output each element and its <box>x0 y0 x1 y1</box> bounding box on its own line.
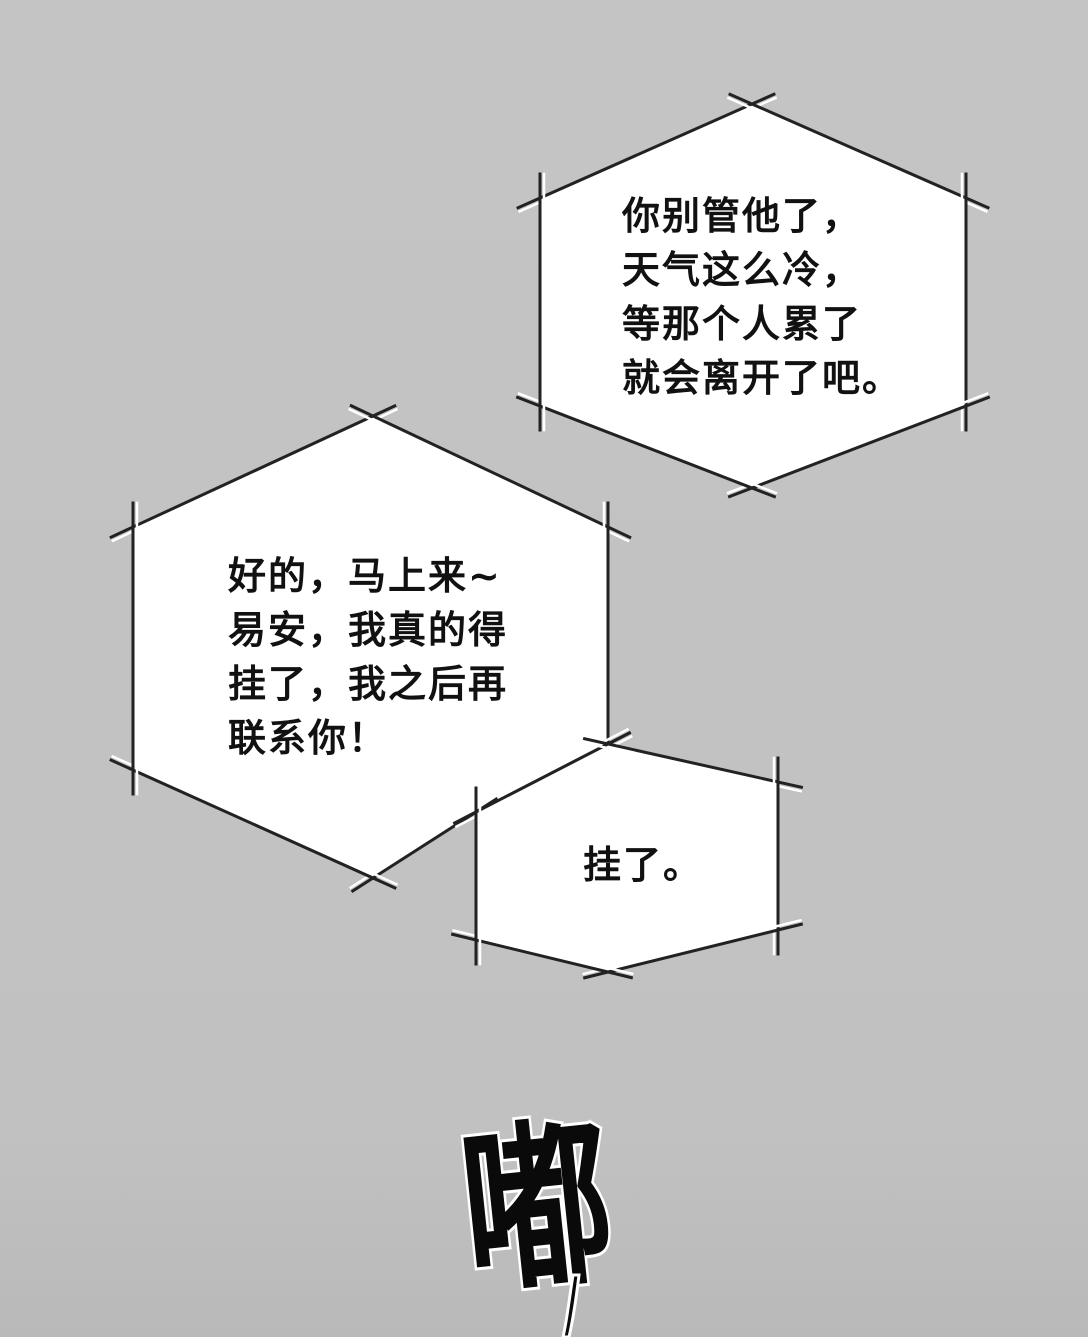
speech-bubble-1-outline-segment <box>726 392 989 495</box>
speech-bubble-3-text: 挂了。 <box>583 838 703 892</box>
speech-bubble-2-outline-segment <box>109 403 397 540</box>
speech-bubble-2-outline-segment <box>109 758 397 890</box>
speech-bubble-2-line-3: 挂了，我之后再 <box>228 662 509 706</box>
speech-bubble-3-fill <box>476 744 778 972</box>
speech-bubble-3-outline-segment <box>450 932 634 980</box>
speech-bubble-2-line-2: 易安，我真的得 <box>228 608 509 652</box>
speech-bubble-1-outline-segment <box>516 92 776 210</box>
speech-bubble-1-line-1: 你别管他了， <box>622 194 863 238</box>
speech-bubble-1-line-3: 等那个人累了 <box>622 302 863 346</box>
speech-bubble-3-outline-segment <box>582 736 804 790</box>
speech-bubble-3-outline-segment <box>582 922 804 980</box>
speech-bubble-3-outline-segment <box>454 734 633 829</box>
speech-bubble-2-text: 好的，马上来~ 易安，我真的得 挂了，我之后再 联系你！ <box>228 549 508 765</box>
speech-bubble-3-outline-segment <box>452 730 632 826</box>
speech-bubble-3-outline-segment <box>452 928 634 976</box>
speech-bubble-2-outline-segment <box>347 407 630 543</box>
speech-bubble-1-outline-segment <box>518 96 778 214</box>
sound-effect-text: 嘟 <box>455 1115 623 1322</box>
speech-bubble-1-line-2: 天气这么冷， <box>622 248 863 292</box>
speech-bubble-2-outline-segment <box>111 754 399 886</box>
speech-bubble-2-outline-segment <box>349 403 632 540</box>
speech-bubble-2-line-4: 联系你！ <box>228 716 389 760</box>
speech-bubble-2-outline-segment <box>348 793 496 890</box>
speech-bubble-2-line-1: 好的，马上来~ <box>228 554 502 598</box>
sound-effect: 嘟 <box>455 1115 625 1337</box>
speech-bubble-1-outline-segment <box>727 395 991 499</box>
speech-bubble-2 <box>109 403 632 894</box>
speech-bubble-2-outline-segment <box>111 407 399 543</box>
speech-bubble-3-outline-segment <box>582 918 802 976</box>
speech-bubble-3-outline-segment <box>582 741 803 793</box>
speech-bubble-1-text: 你别管他了， 天气这么冷， 等那个人累了 就会离开了吧。 <box>622 189 902 405</box>
speech-bubble-1-line-4: 就会离开了吧。 <box>622 356 903 400</box>
speech-bubble-1 <box>515 92 991 499</box>
speech-bubble-3 <box>450 730 804 980</box>
sound-effect-tail <box>561 1273 581 1337</box>
speech-bubble-1-fill <box>540 104 966 488</box>
speech-bubble-3-line-1: 挂了。 <box>583 843 704 887</box>
speech-bubble-1-outline-segment <box>728 92 990 210</box>
speech-bubble-1-outline-segment <box>517 391 778 495</box>
speech-bubble-2-fill <box>133 416 608 878</box>
speech-bubble-1-outline-segment <box>726 96 989 213</box>
speech-bubble-1-outline-segment <box>515 395 777 499</box>
